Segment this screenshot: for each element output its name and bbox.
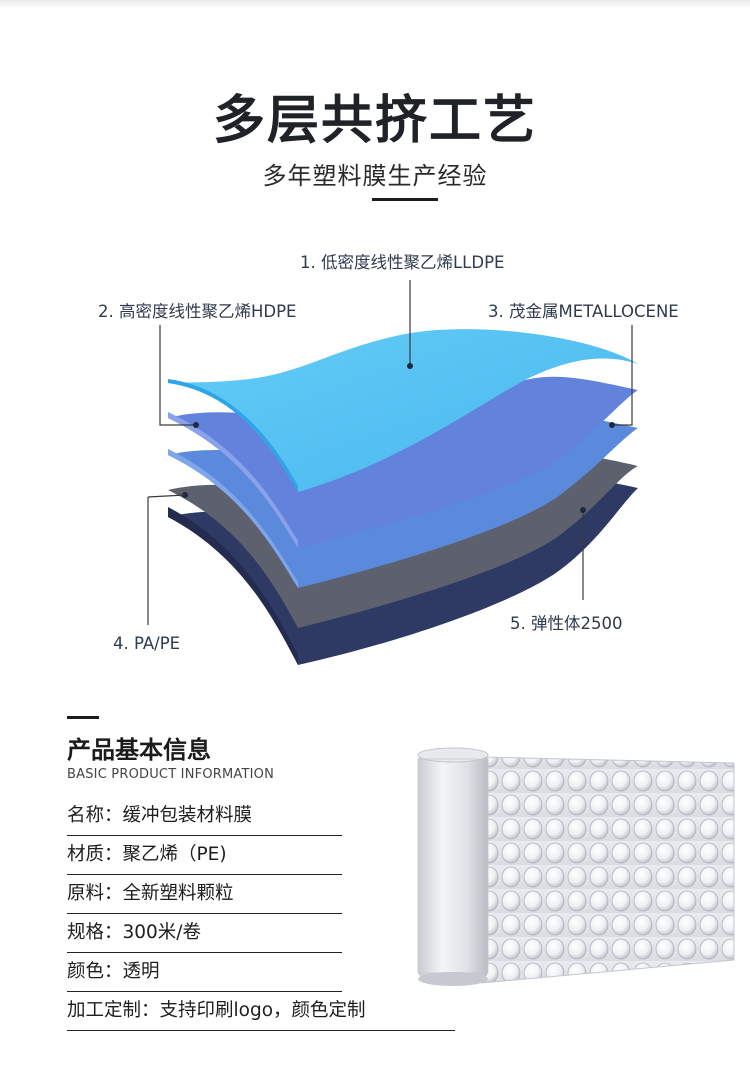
layer-label-1: 1. 低密度线性聚乙烯LLDPE: [300, 253, 505, 272]
layer-diagram: [147, 280, 638, 665]
section-subtitle: BASIC PRODUCT INFORMATION: [67, 767, 275, 782]
page-subtitle: 多年塑料膜生产经验: [262, 162, 488, 190]
bubble-film-roll-image: [417, 747, 735, 986]
layer-label-2: 2. 高密度线性聚乙烯HDPE: [98, 302, 297, 321]
page-title: 多层共挤工艺: [212, 91, 537, 151]
spec-row-spec: 规格：300米/卷: [67, 914, 342, 953]
section-title: 产品基本信息: [67, 736, 211, 764]
layer-5-face: [168, 507, 298, 665]
layer-label-4: 4. PA/PE: [113, 634, 181, 653]
top-shadow-strip: [0, 0, 750, 8]
layer-1-sheet: [168, 329, 638, 492]
spec-row-name: 名称：缓冲包装材料膜: [67, 797, 342, 836]
spec-row-material: 材质：聚乙烯（PE): [67, 836, 342, 875]
leader-dots: [182, 363, 615, 513]
spec-row-customization: 加工定制：支持印刷logo，颜色定制: [67, 992, 455, 1031]
section-divider: [67, 716, 99, 719]
spec-row-color: 颜色：透明: [67, 953, 342, 992]
spec-row-raw-material: 原料：全新塑料颗粒: [67, 875, 342, 914]
leader-4-tick: [147, 494, 186, 498]
title-divider: [372, 198, 438, 201]
layer-label-3: 3. 茂金属METALLOCENE: [488, 302, 679, 321]
layer-label-5: 5. 弹性体2500: [510, 614, 623, 633]
leader-lines: [147, 280, 633, 625]
